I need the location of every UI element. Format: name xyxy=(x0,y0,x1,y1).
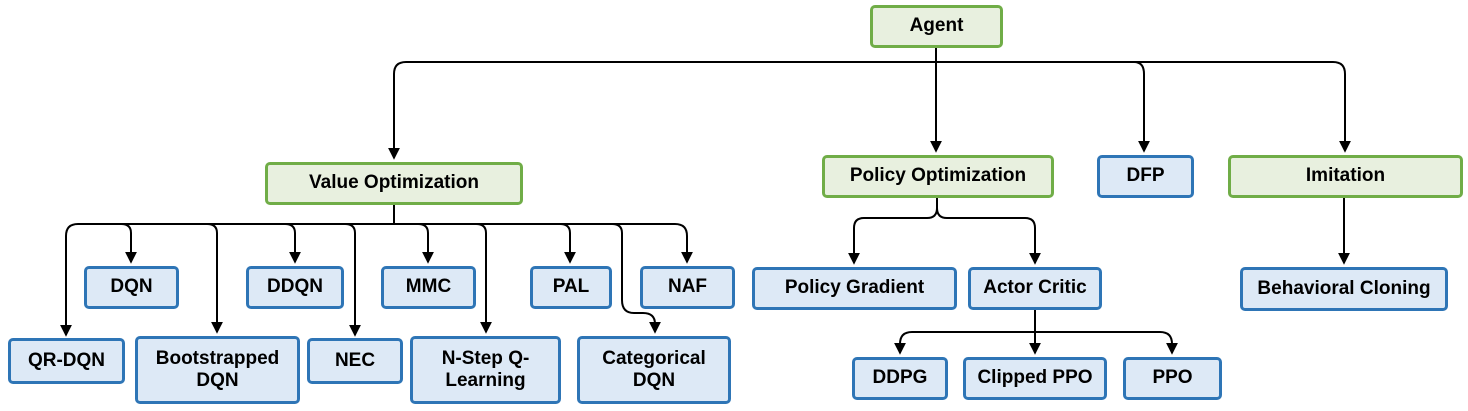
node-naf-label: NAF xyxy=(667,276,708,298)
node-dfp-label: DFP xyxy=(1126,165,1165,187)
node-bootstrapped-dqn-label: Bootstrapped DQN xyxy=(155,347,280,391)
edge-to-dfp xyxy=(1133,61,1150,153)
edge-agent-trunk xyxy=(393,61,1346,75)
edge-to-actor-critic xyxy=(936,207,1041,265)
node-actor-critic: Actor Critic xyxy=(968,267,1102,310)
node-dqn: DQN xyxy=(84,266,179,309)
node-ddqn: DDQN xyxy=(246,266,344,309)
node-agent: Agent xyxy=(870,5,1003,48)
edge-to-bootstrapped-dqn xyxy=(206,223,223,334)
node-mmc-label: MMC xyxy=(405,276,452,298)
node-policy-optimization: Policy Optimization xyxy=(822,155,1054,198)
node-imitation-label: Imitation xyxy=(1305,165,1386,187)
node-n-step-q-learning-label: N-Step Q-Learning xyxy=(441,347,530,391)
node-clipped-ppo-label: Clipped PPO xyxy=(977,367,1093,389)
node-pal-label: PAL xyxy=(552,276,590,298)
node-qr-dqn-label: QR-DQN xyxy=(27,349,106,371)
node-value-optimization: Value Optimization xyxy=(265,162,523,205)
node-clipped-ppo: Clipped PPO xyxy=(963,357,1107,400)
node-pal: PAL xyxy=(530,266,612,309)
node-nec-label: NEC xyxy=(334,349,376,371)
node-ddpg-label: DDPG xyxy=(872,367,928,389)
node-policy-gradient: Policy Gradient xyxy=(752,267,957,310)
edge-to-policy-gradient xyxy=(848,207,938,265)
node-categorical-dqn-label: Categorical DQN xyxy=(602,347,706,391)
node-ddqn-label: DDQN xyxy=(267,276,323,298)
edge-to-dqn xyxy=(120,223,137,264)
node-ppo: PPO xyxy=(1123,357,1222,400)
edge-to-ddqn xyxy=(284,223,301,264)
node-imitation: Imitation xyxy=(1228,155,1463,198)
node-naf: NAF xyxy=(640,266,735,309)
node-mmc: MMC xyxy=(381,266,476,309)
node-behavioral-cloning-label: Behavioral Cloning xyxy=(1257,277,1431,299)
node-value-optimization-label: Value Optimization xyxy=(309,172,479,194)
edge-to-pal xyxy=(559,223,576,264)
node-nec: NEC xyxy=(307,338,403,384)
node-policy-gradient-label: Policy Gradient xyxy=(784,277,925,299)
edge-to-categorical-dqn xyxy=(611,223,661,334)
node-agent-label: Agent xyxy=(909,15,964,37)
edge-to-nec xyxy=(344,223,361,337)
node-dqn-label: DQN xyxy=(110,276,153,298)
node-actor-critic-label: Actor Critic xyxy=(983,277,1087,299)
node-dfp: DFP xyxy=(1097,155,1194,198)
node-policy-optimization-label: Policy Optimization xyxy=(849,165,1027,187)
edge-to-n-step-q-learning xyxy=(475,223,492,334)
node-n-step-q-learning: N-Step Q-Learning xyxy=(410,336,561,404)
node-categorical-dqn: Categorical DQN xyxy=(577,336,731,404)
node-ddpg: DDPG xyxy=(852,357,948,400)
node-qr-dqn: QR-DQN xyxy=(8,338,125,384)
node-bootstrapped-dqn: Bootstrapped DQN xyxy=(135,336,300,404)
edge-value-optimization-bus xyxy=(65,223,688,237)
node-behavioral-cloning: Behavioral Cloning xyxy=(1240,267,1448,311)
edge-to-mmc xyxy=(417,223,434,264)
node-ppo-label: PPO xyxy=(1152,367,1193,389)
